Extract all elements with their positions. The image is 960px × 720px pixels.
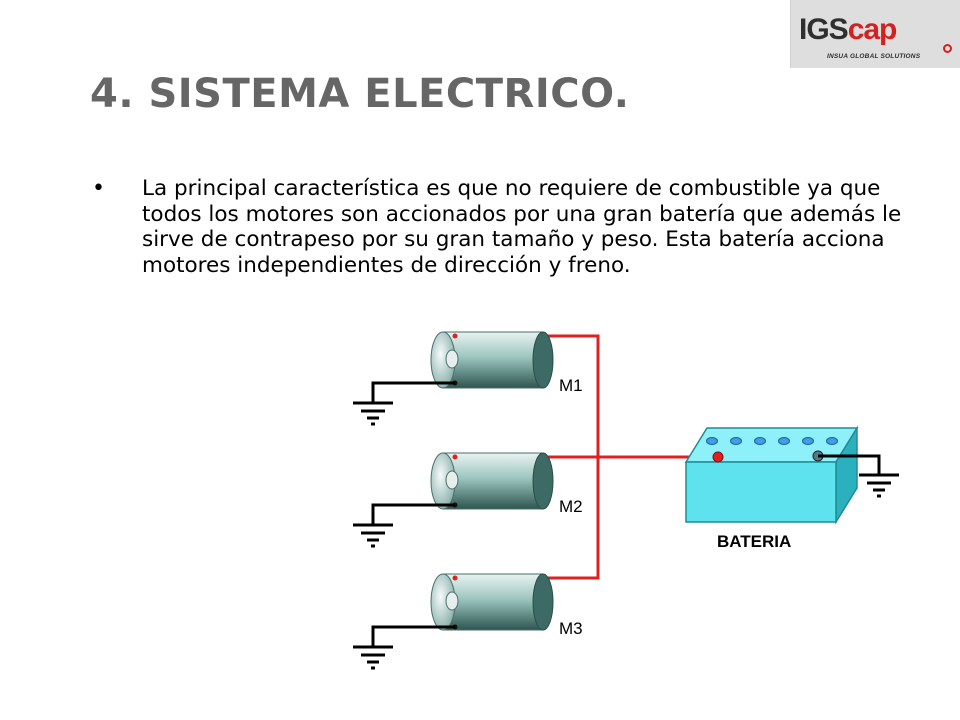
logo-tagline: INSUA GLOBAL SOLUTIONS — [827, 53, 921, 60]
motor-terminal-pos — [452, 454, 458, 460]
battery-positive-terminal — [712, 451, 724, 463]
motor-body — [442, 331, 544, 389]
ground-symbol-icon — [353, 523, 393, 548]
bullet-text: La principal característica es que no re… — [142, 176, 902, 278]
logo-prefix: IGS — [799, 13, 849, 46]
motor-terminal-pos — [452, 333, 458, 339]
company-logo: IGScap INSUA GLOBAL SOLUTIONS — [790, 0, 960, 68]
ground-wire — [371, 381, 455, 402]
motor-shaft — [445, 591, 459, 611]
ground-wire — [371, 625, 455, 646]
motor-m2: M2 — [353, 452, 583, 548]
ground-symbol-icon — [353, 645, 393, 670]
motor-body — [442, 573, 544, 631]
motor-back-end — [532, 452, 554, 510]
motor-back-end — [532, 573, 554, 631]
motor-label: M3 — [559, 619, 583, 638]
motor-m3: M3 — [353, 573, 583, 670]
motor-shaft — [445, 470, 459, 490]
battery: BATERIA — [684, 425, 899, 551]
ground-wire — [371, 503, 455, 524]
motor-label: M2 — [559, 497, 583, 516]
battery-cell-caps — [706, 437, 838, 445]
logo-suffix: cap — [847, 13, 898, 46]
battery-ground-wire — [818, 454, 881, 474]
ground-symbol-icon — [353, 401, 393, 426]
motor-back-end — [532, 331, 554, 389]
ground-symbol-icon — [859, 473, 899, 498]
battery-front-face — [685, 461, 837, 523]
motor-label: M1 — [559, 376, 583, 395]
slide-title: 4. SISTEMA ELECTRICO. — [90, 71, 630, 117]
logo-target-icon — [943, 44, 952, 53]
logo-wordmark: IGScap — [799, 13, 898, 46]
motor-m1: M1 — [353, 331, 583, 426]
bullet-marker: • — [92, 176, 105, 201]
motor-terminal-pos — [452, 575, 458, 581]
battery-label: BATERIA — [717, 532, 791, 551]
motor-shaft — [445, 349, 459, 369]
